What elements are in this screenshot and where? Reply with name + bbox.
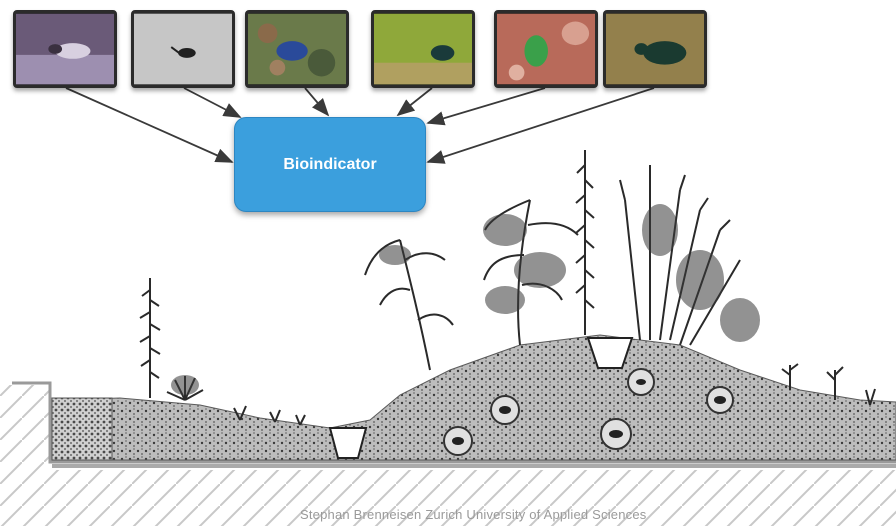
arrow <box>398 88 432 115</box>
photo-beetle-4 <box>371 10 475 88</box>
photo-insect-2 <box>131 10 235 88</box>
arrow <box>428 88 545 123</box>
arrow <box>305 88 328 115</box>
bioindicator-label: Bioindicator <box>283 156 376 174</box>
gravel-strip <box>52 398 112 460</box>
arrow <box>184 88 240 117</box>
arrow <box>428 88 654 162</box>
bioindicator-box: Bioindicator <box>234 117 426 212</box>
image-credit: Stephan Brenneisen Zurich University of … <box>300 507 800 522</box>
photo-beetle-6 <box>603 10 707 88</box>
photo-insect-1 <box>13 10 117 88</box>
photo-beetle-5 <box>494 10 598 88</box>
photo-insect-3 <box>245 10 349 88</box>
